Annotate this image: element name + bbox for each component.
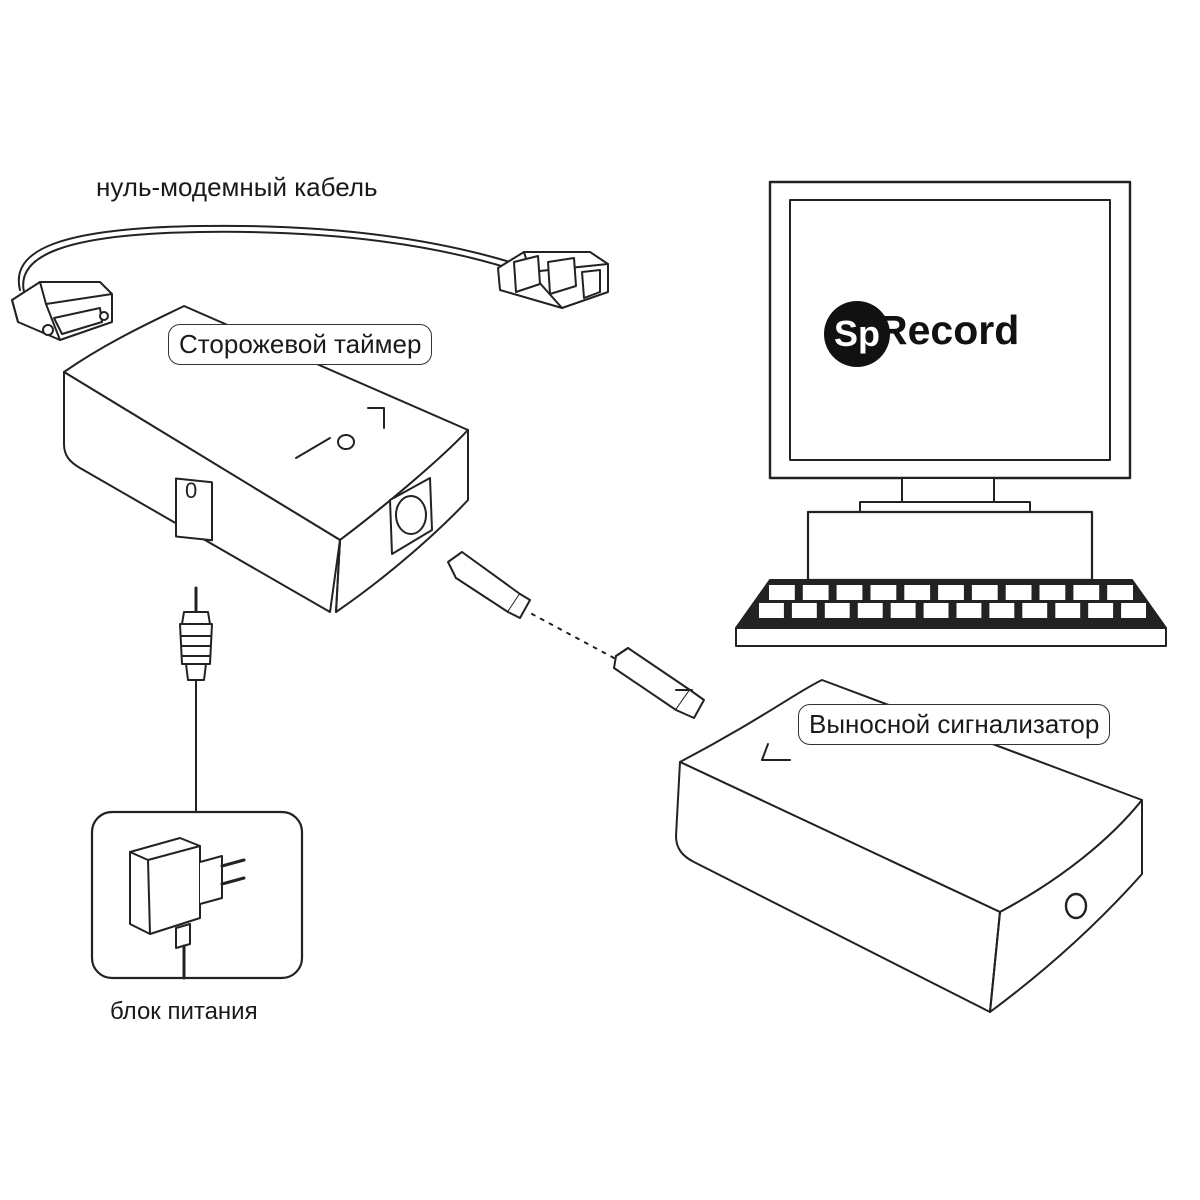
keyboard-key bbox=[1088, 603, 1114, 618]
keyboard-key bbox=[769, 585, 795, 600]
keyboard-key bbox=[802, 585, 829, 600]
keyboard-key bbox=[824, 603, 850, 618]
keyboard-key bbox=[759, 603, 784, 618]
keyboard-key bbox=[1005, 585, 1032, 600]
keyboard-key bbox=[923, 603, 949, 618]
null-modem-cable bbox=[17, 224, 511, 293]
keyboard-key bbox=[791, 603, 817, 618]
computer-system-unit bbox=[806, 510, 1094, 582]
power-adapter-icon bbox=[129, 837, 246, 980]
keyboard-key bbox=[1039, 585, 1066, 600]
label-watchdog-timer: Сторожевой таймер bbox=[168, 324, 433, 365]
computer-monitor bbox=[768, 180, 1132, 513]
power-switch-glyph: 0 bbox=[185, 478, 198, 503]
power-plug bbox=[179, 586, 213, 813]
keyboard-key bbox=[956, 603, 982, 618]
keyboard-key bbox=[971, 585, 998, 600]
keyboard-key bbox=[938, 585, 964, 600]
label-remote-alarm: Выносной сигнализатор bbox=[798, 704, 1111, 745]
label-null-modem-cable: нуль-модемный кабель bbox=[96, 172, 378, 202]
keyboard-key bbox=[836, 585, 863, 600]
keyboard-key bbox=[870, 585, 897, 600]
jack-plug-lower bbox=[613, 647, 705, 719]
keyboard-key bbox=[904, 585, 931, 600]
keyboard bbox=[735, 579, 1167, 647]
db9-connector-right bbox=[497, 251, 609, 309]
sprecord-logo-badge: Sp bbox=[824, 301, 890, 367]
watchdog-timer-device bbox=[63, 305, 469, 613]
keyboard-key bbox=[1055, 603, 1081, 618]
db9-connector-left bbox=[11, 281, 113, 341]
dotted-link bbox=[531, 613, 615, 659]
remote-alarm-device bbox=[675, 679, 1143, 1013]
sprecord-logo-word: Record bbox=[878, 307, 1020, 353]
jack-plug-upper bbox=[447, 551, 531, 619]
keyboard-key bbox=[857, 603, 883, 618]
keyboard-key bbox=[1121, 603, 1146, 618]
keyboard-key bbox=[890, 603, 916, 618]
keyboard-key bbox=[989, 603, 1015, 618]
keyboard-key bbox=[1073, 585, 1100, 600]
keyboard-key bbox=[1107, 585, 1133, 600]
label-power-supply: блок питания bbox=[110, 998, 258, 1025]
keyboard-key bbox=[1022, 603, 1048, 618]
